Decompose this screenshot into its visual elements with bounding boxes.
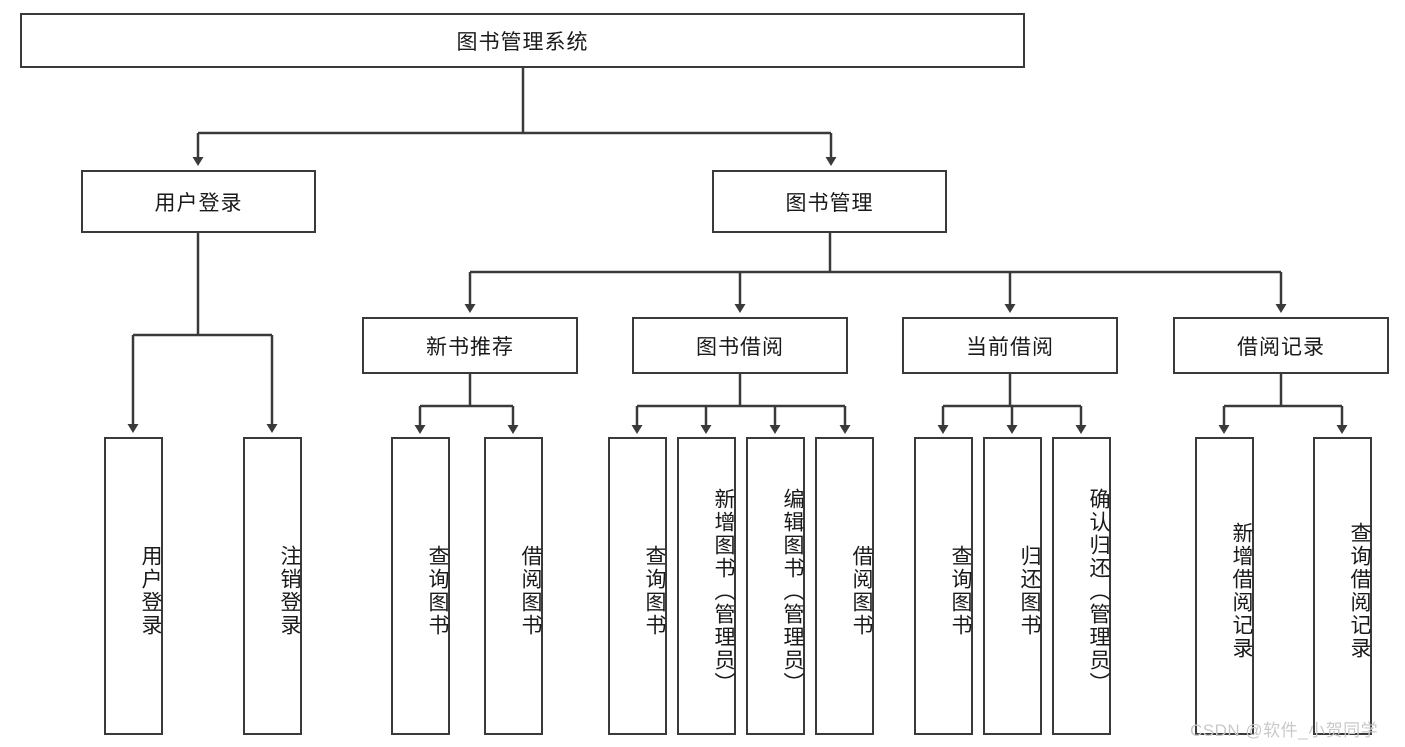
leaf-user-logout[interactable]: 注销登录: [243, 437, 302, 735]
node-current-borrow[interactable]: 当前借阅: [902, 317, 1118, 374]
leaf-newbook-query-book-label: 查询图书: [426, 545, 449, 637]
leaf-user-login-label: 用户登录: [139, 545, 162, 637]
node-new-book-recommend[interactable]: 新书推荐: [362, 317, 578, 374]
watermark: CSDN @软件_小贺同学: [1190, 721, 1379, 740]
leaf-borrow-edit-book-label: 编辑图书（管理员）: [781, 487, 804, 695]
node-book-borrow-label: 图书借阅: [696, 335, 784, 359]
leaf-current-query-book-label: 查询图书: [949, 545, 972, 637]
node-root-label: 图书管理系统: [456, 30, 589, 54]
leaf-record-query-record[interactable]: 查询借阅记录: [1313, 437, 1372, 735]
leaf-borrow-add-book-label: 新增图书（管理员）: [712, 487, 735, 695]
leaf-current-confirm-return[interactable]: 确认归还（管理员）: [1052, 437, 1111, 735]
leaf-current-confirm-return-label: 确认归还（管理员）: [1087, 487, 1110, 695]
leaf-record-add-record-label: 新增借阅记录: [1230, 522, 1253, 660]
node-borrow-record-label: 借阅记录: [1237, 335, 1325, 359]
leaf-borrow-borrow-book-label: 借阅图书: [850, 545, 873, 637]
leaf-current-return-book[interactable]: 归还图书: [983, 437, 1042, 735]
leaf-user-logout-label: 注销登录: [278, 545, 301, 637]
leaf-borrow-edit-book[interactable]: 编辑图书（管理员）: [746, 437, 805, 735]
leaf-borrow-query-book-label: 查询图书: [643, 545, 666, 637]
leaf-record-add-record[interactable]: 新增借阅记录: [1195, 437, 1254, 735]
node-user-login-label: 用户登录: [154, 191, 243, 215]
node-user-login[interactable]: 用户登录: [81, 170, 316, 233]
leaf-current-query-book[interactable]: 查询图书: [914, 437, 973, 735]
leaf-user-login[interactable]: 用户登录: [104, 437, 163, 735]
node-root[interactable]: 图书管理系统: [20, 13, 1025, 68]
leaf-newbook-borrow-book-label: 借阅图书: [519, 545, 542, 637]
node-book-management-label: 图书管理: [785, 191, 874, 215]
node-borrow-record[interactable]: 借阅记录: [1173, 317, 1389, 374]
leaf-newbook-borrow-book[interactable]: 借阅图书: [484, 437, 543, 735]
leaf-current-return-book-label: 归还图书: [1018, 545, 1041, 637]
leaf-newbook-query-book[interactable]: 查询图书: [391, 437, 450, 735]
leaf-borrow-add-book[interactable]: 新增图书（管理员）: [677, 437, 736, 735]
leaf-borrow-borrow-book[interactable]: 借阅图书: [815, 437, 874, 735]
node-book-management[interactable]: 图书管理: [712, 170, 947, 233]
leaf-record-query-record-label: 查询借阅记录: [1348, 522, 1371, 660]
node-book-borrow[interactable]: 图书借阅: [632, 317, 848, 374]
node-current-borrow-label: 当前借阅: [966, 335, 1054, 359]
leaf-borrow-query-book[interactable]: 查询图书: [608, 437, 667, 735]
node-new-book-recommend-label: 新书推荐: [426, 335, 514, 359]
